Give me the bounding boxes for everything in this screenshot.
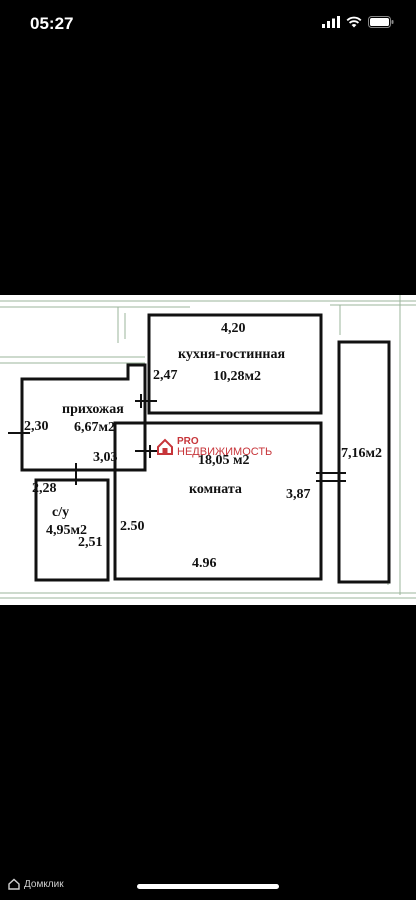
hall-name-label: прихожая: [62, 402, 124, 417]
wifi-icon: [346, 16, 362, 28]
kitchen-side-label: 2,47: [153, 368, 178, 383]
kitchen-name-label: кухня-гостинная: [178, 347, 286, 362]
domclick-brand: Домклик: [8, 878, 64, 890]
kitchen-outline: [147, 313, 323, 415]
balcony-area-label: 7,16м2: [341, 446, 383, 461]
domclick-label: Домклик: [24, 878, 64, 890]
hall-area-label: 6,67м2: [74, 420, 116, 435]
hall-side-label: 2,30: [24, 419, 49, 434]
status-icons: [322, 16, 394, 28]
bath-side-label: 2,51: [78, 535, 103, 550]
floor-plan-drawing: [0, 295, 416, 599]
house-logo-icon: [157, 438, 173, 455]
bathroom-outline: [34, 478, 110, 582]
room-bottom-label: 4.96: [192, 556, 217, 571]
room-side-left-label: 2.50: [120, 519, 145, 534]
kitchen-width-label: 4,20: [221, 321, 246, 336]
room-area-label: 18,05 м2: [198, 453, 250, 468]
room-outline: [113, 421, 323, 581]
kitchen-area-label: 10,28м2: [213, 369, 262, 384]
hall-bottom-label: 3,03: [93, 450, 118, 465]
cellular-signal-icon: [322, 16, 340, 28]
room-side-right-label: 3,87: [286, 487, 311, 502]
watermark-name: НЕДВИЖИМОСТЬ: [177, 446, 273, 458]
balcony-outline: [337, 340, 391, 584]
bath-area-label: 4,95м2: [46, 523, 88, 538]
watermark-pro: PRO: [177, 436, 199, 447]
bath-name-label: с/у: [52, 505, 70, 520]
floor-plan-image[interactable]: 4,20 кухня-гостинная 10,28м2 2,47 прихож…: [0, 295, 416, 605]
room-name-label: комната: [189, 482, 242, 497]
bath-width-label: 2,28: [32, 481, 57, 496]
domclick-logo-icon: [8, 878, 20, 890]
status-bar: 05:27: [0, 0, 416, 50]
hall-outline: [20, 363, 147, 472]
battery-icon: [368, 16, 394, 28]
home-indicator[interactable]: [137, 884, 279, 889]
watermark: PRO НЕДВИЖИМОСТЬ: [156, 436, 273, 458]
status-time: 05:27: [30, 14, 74, 33]
